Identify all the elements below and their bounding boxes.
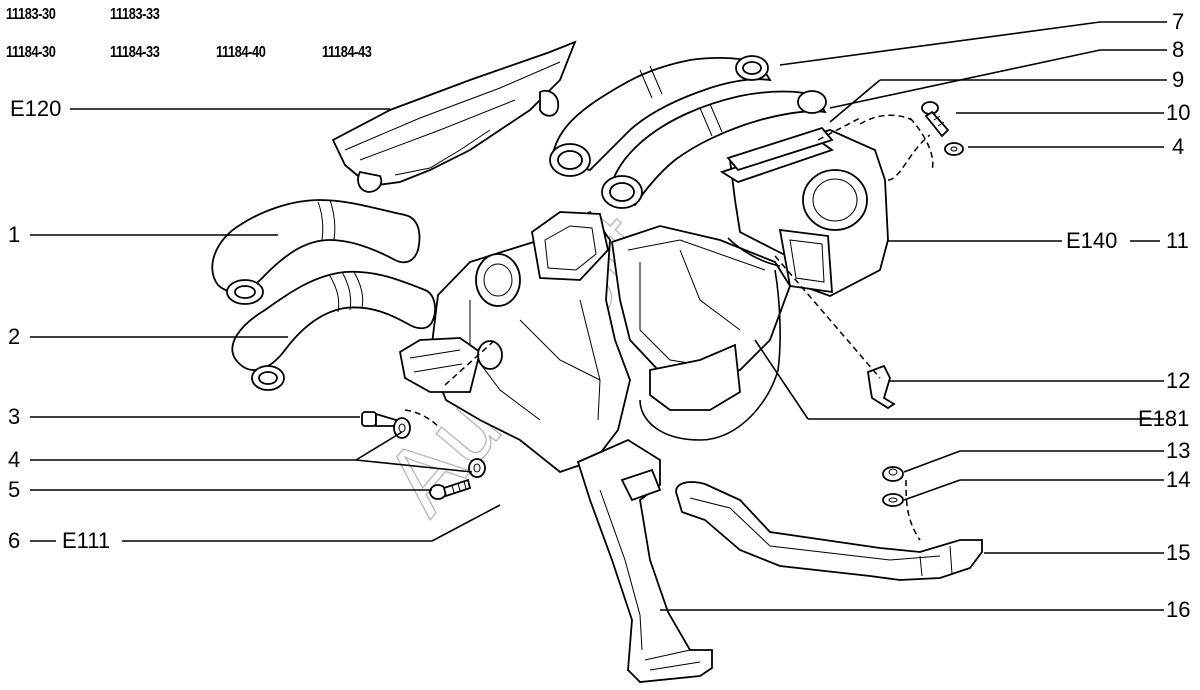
callout-2: 2 — [8, 324, 21, 349]
model-code: 11183-30 — [6, 6, 56, 23]
callout-4: 4 — [8, 447, 21, 472]
part-14-washer[interactable] — [882, 493, 904, 507]
callout-e120: E120 — [10, 96, 62, 121]
callout-15: 15 — [1166, 540, 1191, 565]
part-e140-blower-unit[interactable] — [719, 126, 889, 297]
model-code: 11184-30 — [6, 44, 56, 61]
callout-13: 13 — [1166, 438, 1191, 463]
part-4-washer-left[interactable] — [393, 417, 411, 439]
callout-3: 3 — [8, 404, 21, 429]
callout-e181: E181 — [1138, 406, 1190, 431]
callout-7: 7 — [1172, 9, 1185, 34]
part-13-nut[interactable] — [882, 466, 904, 482]
callout-4: 4 — [1172, 134, 1185, 159]
callout-9: 9 — [1172, 67, 1185, 92]
part-15-duct[interactable] — [675, 481, 983, 581]
callout-12: 12 — [1166, 368, 1191, 393]
callout-5: 5 — [8, 477, 21, 502]
part-12-clip[interactable] — [867, 364, 896, 410]
callout-e140: E140 — [1066, 228, 1118, 253]
part-e120-duct[interactable] — [331, 40, 577, 193]
callout-1: 1 — [8, 222, 21, 247]
callout-11: 11 — [1166, 228, 1189, 253]
part-5-screw[interactable] — [429, 478, 472, 500]
part-7-hose[interactable] — [549, 55, 772, 177]
part-1-hose[interactable] — [211, 199, 421, 305]
callout-8: 8 — [1172, 37, 1185, 62]
assembly-guides — [404, 114, 934, 541]
part-8-hose[interactable] — [601, 90, 827, 209]
part-16-duct[interactable] — [576, 438, 713, 683]
model-code: 11183-33 — [110, 6, 160, 23]
callout-6: 6 — [8, 528, 21, 553]
part-e181-housing[interactable] — [611, 225, 791, 441]
model-code: 11184-40 — [216, 44, 266, 61]
part-2-hose[interactable] — [231, 270, 436, 391]
part-6-heater-housing[interactable] — [398, 210, 631, 474]
callout-e111: E111 — [62, 528, 111, 553]
model-code: 11184-33 — [110, 44, 160, 61]
part-4-washer-right[interactable] — [944, 142, 964, 156]
part-10-screw[interactable] — [921, 101, 950, 138]
leader-lines — [30, 21, 1167, 611]
callout-10: 10 — [1166, 100, 1191, 125]
callout-16: 16 — [1166, 597, 1191, 622]
model-code: 11184-43 — [322, 44, 372, 61]
callout-14: 14 — [1166, 467, 1191, 492]
part-3-bolt[interactable] — [361, 411, 397, 427]
part-4-washer-lower[interactable] — [468, 458, 486, 478]
